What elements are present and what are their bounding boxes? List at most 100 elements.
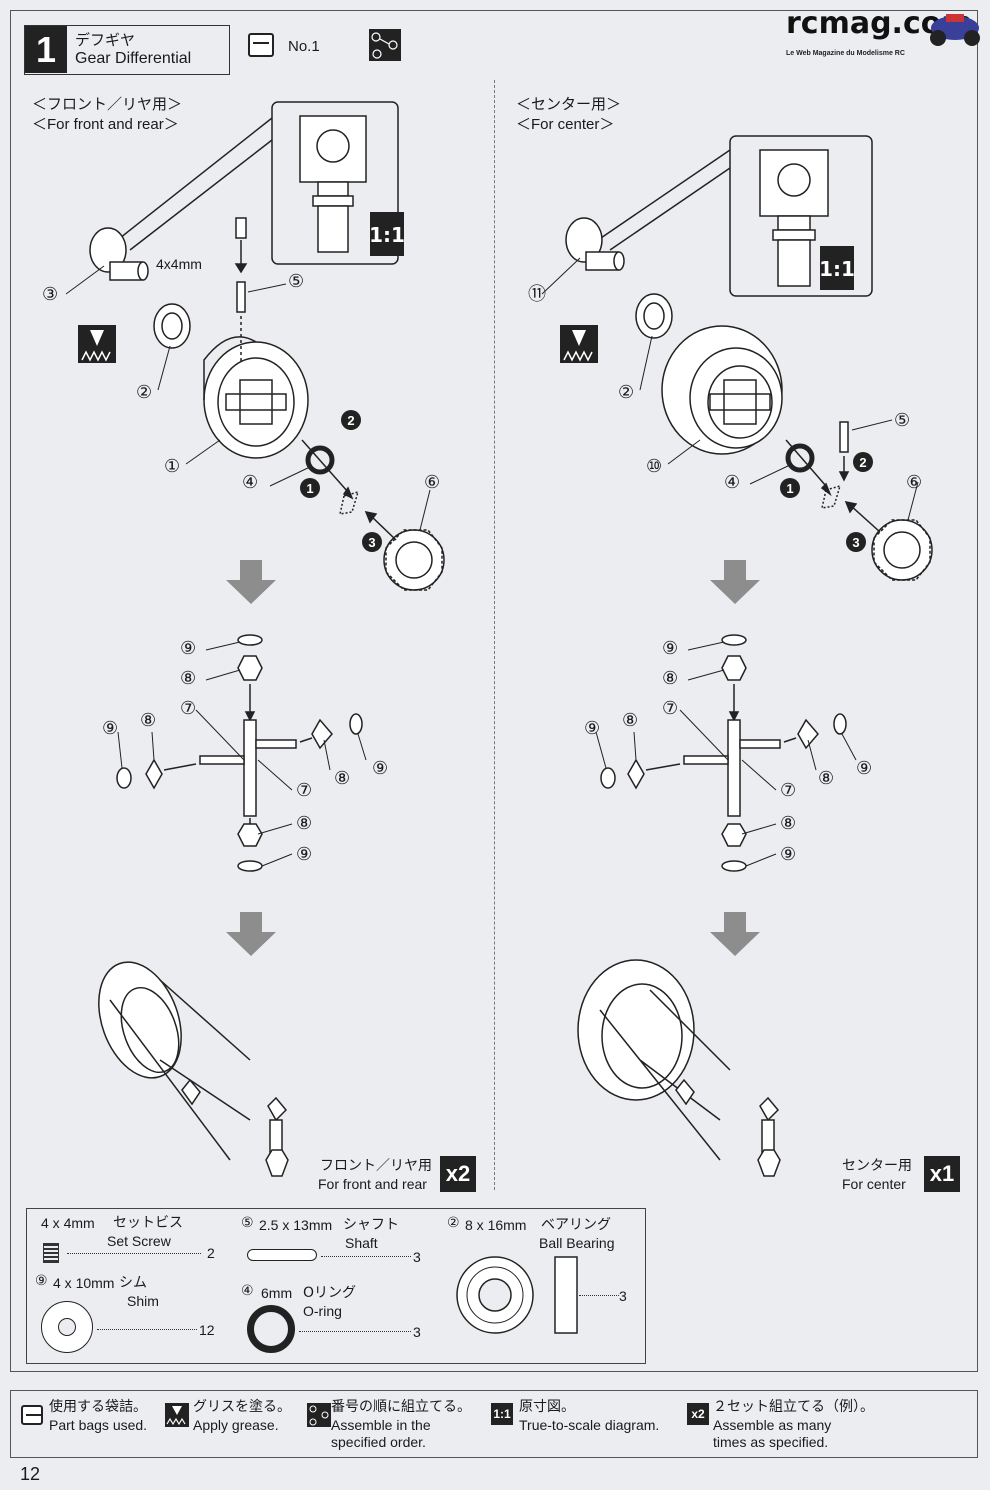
assembly-diagram: 1:1 (65, 101, 933, 1177)
multiplier-x2-badge: x2 (440, 1156, 476, 1192)
part-shim-num: ⑨ (35, 1273, 48, 1289)
part-label-8h: ⑧ (780, 813, 797, 834)
page-frame (10, 10, 978, 1372)
bearing-dots (579, 1295, 619, 1296)
order-mark-1-left: 1 (300, 478, 320, 498)
order-mark-3-right: 3 (846, 532, 866, 552)
part-label-9d: ⑨ (296, 844, 313, 865)
part-oring-num: ④ (241, 1283, 254, 1299)
part-shaft-num: ⑤ (241, 1215, 254, 1231)
part-bearing-num: ② (447, 1215, 460, 1231)
part-label-8a: ⑧ (180, 668, 197, 689)
logo-tagline: Le Web Magazine du Modelisme RC (786, 50, 905, 57)
part-shim-size: 4 x 10mm (53, 1275, 115, 1291)
shim-icon (41, 1301, 93, 1353)
part-label-5: ⑤ (288, 271, 305, 292)
legend-grease-icon (165, 1403, 189, 1427)
page-number: 12 (20, 1464, 41, 1484)
part-label-9f: ⑨ (584, 718, 601, 739)
order-mark-1-right: 1 (780, 478, 800, 498)
set-screw-icon (43, 1243, 59, 1263)
legend-bag-icon (21, 1405, 43, 1425)
part-label-2-right: ② (618, 382, 635, 403)
shaft-icon (247, 1249, 317, 1261)
rcmag-logo: rcmag.com Le Web Magazine du Modelisme R… (786, 6, 982, 66)
legend-bag-jp: 使用する袋詰。 (49, 1399, 147, 1415)
part-label-8f: ⑧ (622, 710, 639, 731)
part-label-1: ① (164, 456, 181, 477)
legend-mult-en: Assemble as many (713, 1417, 832, 1433)
order-mark-3-left: 3 (362, 532, 382, 552)
front-rear-note-jp: フロント／リヤ用 (320, 1158, 432, 1174)
part-setscrew-en: Set Screw (107, 1233, 171, 1249)
legend-mult-en2: times as specified. (713, 1434, 829, 1450)
legend-order-jp: 番号の順に組立てる。 (331, 1399, 471, 1415)
part-label-7d: ⑦ (780, 780, 797, 801)
order-mark-2-right: 2 (853, 452, 873, 472)
shim-dots (97, 1329, 197, 1330)
legend-mult-jp: ２セット組立てる（例）。 (713, 1399, 874, 1415)
part-label-11: ⑪ (528, 284, 546, 305)
buggy-logo-icon (930, 14, 980, 46)
part-setscrew-qty: 2 (207, 1245, 215, 1261)
part-label-9g: ⑨ (856, 758, 873, 779)
part-setscrew-jp: セットビス (113, 1215, 183, 1231)
front-rear-header-en: ＜For front and rear＞ (32, 116, 179, 133)
part-bearing-qty: 3 (619, 1288, 627, 1304)
center-note-jp: センター用 (842, 1158, 912, 1174)
part-oring-jp: Oリング (303, 1285, 357, 1301)
part-bearing-en: Ball Bearing (539, 1235, 615, 1251)
legend-order-en2: specified order. (331, 1434, 426, 1450)
step-number: 1 (25, 26, 67, 73)
part-label-10: ⑩ (646, 456, 663, 477)
screw-size-label: 4x4mm (156, 256, 202, 272)
part-label-4: ④ (242, 472, 259, 493)
part-shaft-en: Shaft (345, 1235, 378, 1251)
part-label-7a: ⑦ (180, 698, 197, 719)
part-bag-icon (248, 33, 274, 57)
step-header: 1 デフギヤ Gear Differential (24, 25, 230, 75)
bag-label: No.1 (288, 38, 320, 55)
part-shaft-size: 2.5 x 13mm (259, 1217, 333, 1233)
legend-scale-en: True-to-scale diagram. (519, 1417, 660, 1433)
part-shim-jp: シム (119, 1275, 147, 1291)
parts-list: 4 x 4mm セットビス Set Screw 2 ⑤ 2.5 x 13mm シ… (26, 1208, 646, 1364)
legend-order-icon (307, 1403, 331, 1427)
part-label-8b: ⑧ (140, 710, 157, 731)
legend-mult-icon: x2 (687, 1403, 709, 1425)
part-label-9b: ⑨ (102, 718, 119, 739)
shaft-dots (321, 1256, 411, 1257)
part-label-9c: ⑨ (372, 758, 389, 779)
part-label-2: ② (136, 382, 153, 403)
part-label-7b: ⑦ (296, 780, 313, 801)
part-label-7c: ⑦ (662, 698, 679, 719)
part-shim-en: Shim (127, 1293, 159, 1309)
assembly-order-icon (369, 29, 401, 61)
part-label-9e: ⑨ (662, 638, 679, 659)
part-oring-en: O-ring (303, 1303, 342, 1319)
front-rear-note-en: For front and rear (318, 1176, 427, 1192)
part-label-9h: ⑨ (780, 844, 797, 865)
legend-grease-en: Apply grease. (193, 1417, 279, 1433)
icon-legend: 使用する袋詰。 Part bags used. グリスを塗る。 Apply gr… (10, 1390, 978, 1458)
part-label-8e: ⑧ (662, 668, 679, 689)
ball-bearing-icon (456, 1256, 578, 1334)
part-label-6: ⑥ (424, 472, 441, 493)
step-title-en: Gear Differential (75, 50, 192, 67)
part-shim-qty: 12 (199, 1322, 215, 1338)
step-title-jp: デフギヤ (75, 31, 136, 49)
part-oring-size: 6mm (261, 1285, 293, 1301)
scale-badge-right: 1:1 (819, 257, 855, 281)
legend-order-en: Assemble in the (331, 1417, 431, 1433)
part-label-8c: ⑧ (334, 768, 351, 789)
order-mark-2-left: 2 (341, 410, 361, 430)
part-bearing-size: 8 x 16mm (465, 1217, 527, 1233)
setscrew-dots (67, 1253, 201, 1254)
legend-grease-jp: グリスを塗る。 (193, 1399, 291, 1415)
center-note-en: For center (842, 1176, 906, 1192)
front-rear-header-jp: ＜フロント／リヤ用＞ (32, 95, 183, 113)
part-label-8d: ⑧ (296, 813, 313, 834)
center-header-en: ＜For center＞ (516, 116, 615, 133)
oring-icon (247, 1305, 295, 1353)
